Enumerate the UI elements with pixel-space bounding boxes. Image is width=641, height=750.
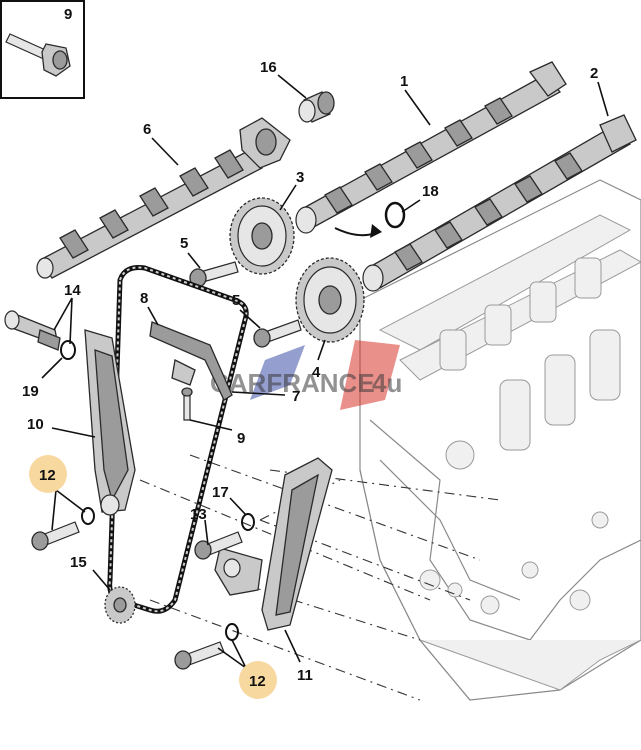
seal-14 bbox=[60, 340, 76, 360]
callout-10: 10 bbox=[27, 416, 44, 433]
bolt-12-lower bbox=[174, 641, 225, 670]
callout-18: 18 bbox=[422, 183, 439, 200]
watermark-suffix: 4u bbox=[372, 368, 402, 398]
fixed-guide-11 bbox=[214, 457, 333, 631]
tensioner-arm-10 bbox=[84, 329, 136, 516]
highlight-12-lower bbox=[239, 661, 277, 699]
tensioner-19 bbox=[4, 310, 61, 351]
camshaft-1 bbox=[295, 61, 567, 234]
callout-5-lower: 5 bbox=[232, 292, 240, 309]
callout-5-upper: 5 bbox=[180, 235, 188, 252]
callout-6: 6 bbox=[143, 121, 151, 138]
inset-bolt-9 bbox=[0, 0, 85, 99]
camshaft-2 bbox=[362, 114, 637, 292]
callout-1: 1 bbox=[400, 73, 408, 90]
callout-13: 13 bbox=[190, 506, 207, 523]
leader-lines bbox=[41, 74, 609, 669]
cam-phaser-3 bbox=[229, 197, 295, 275]
crank-sprocket-15 bbox=[104, 586, 136, 624]
timing-chain-links bbox=[108, 266, 248, 613]
callout-17: 17 bbox=[212, 484, 229, 501]
callout-19: 19 bbox=[22, 383, 39, 400]
camshaft-flange bbox=[239, 117, 291, 169]
camshaft-6 bbox=[36, 149, 263, 279]
bolt-12-left bbox=[31, 521, 80, 551]
callout-16: 16 bbox=[260, 59, 277, 76]
callout-9: 9 bbox=[237, 430, 245, 447]
install-arrow-head bbox=[370, 224, 382, 238]
callout-11: 11 bbox=[297, 667, 313, 684]
callout-8: 8 bbox=[140, 290, 148, 307]
callout-15: 15 bbox=[70, 554, 87, 571]
bushing-16 bbox=[298, 91, 335, 123]
callout-12-lower: 12 bbox=[249, 673, 266, 690]
bolt-9 bbox=[181, 387, 193, 421]
bolt-13 bbox=[194, 531, 243, 560]
chain-guide-8 bbox=[149, 321, 233, 401]
highlight-12-left bbox=[29, 455, 67, 493]
callout-7: 7 bbox=[292, 388, 300, 405]
engine-cylinder-head bbox=[359, 179, 641, 701]
callout-4: 4 bbox=[312, 364, 321, 381]
callout-2: 2 bbox=[590, 65, 598, 82]
callout-labels: 1 2 3 4 5 5 6 7 8 9 9 10 11 12 12 13 14 … bbox=[22, 6, 598, 690]
callout-14: 14 bbox=[64, 282, 81, 299]
washer-12-left bbox=[81, 507, 95, 525]
seal-18 bbox=[384, 201, 406, 229]
cam-phaser-4 bbox=[295, 257, 365, 343]
callout-3: 3 bbox=[296, 169, 304, 186]
callout-9-inset: 9 bbox=[64, 6, 72, 23]
bolt-5-lower bbox=[253, 319, 302, 348]
washer-17 bbox=[241, 513, 255, 531]
callout-12-left: 12 bbox=[39, 467, 56, 484]
